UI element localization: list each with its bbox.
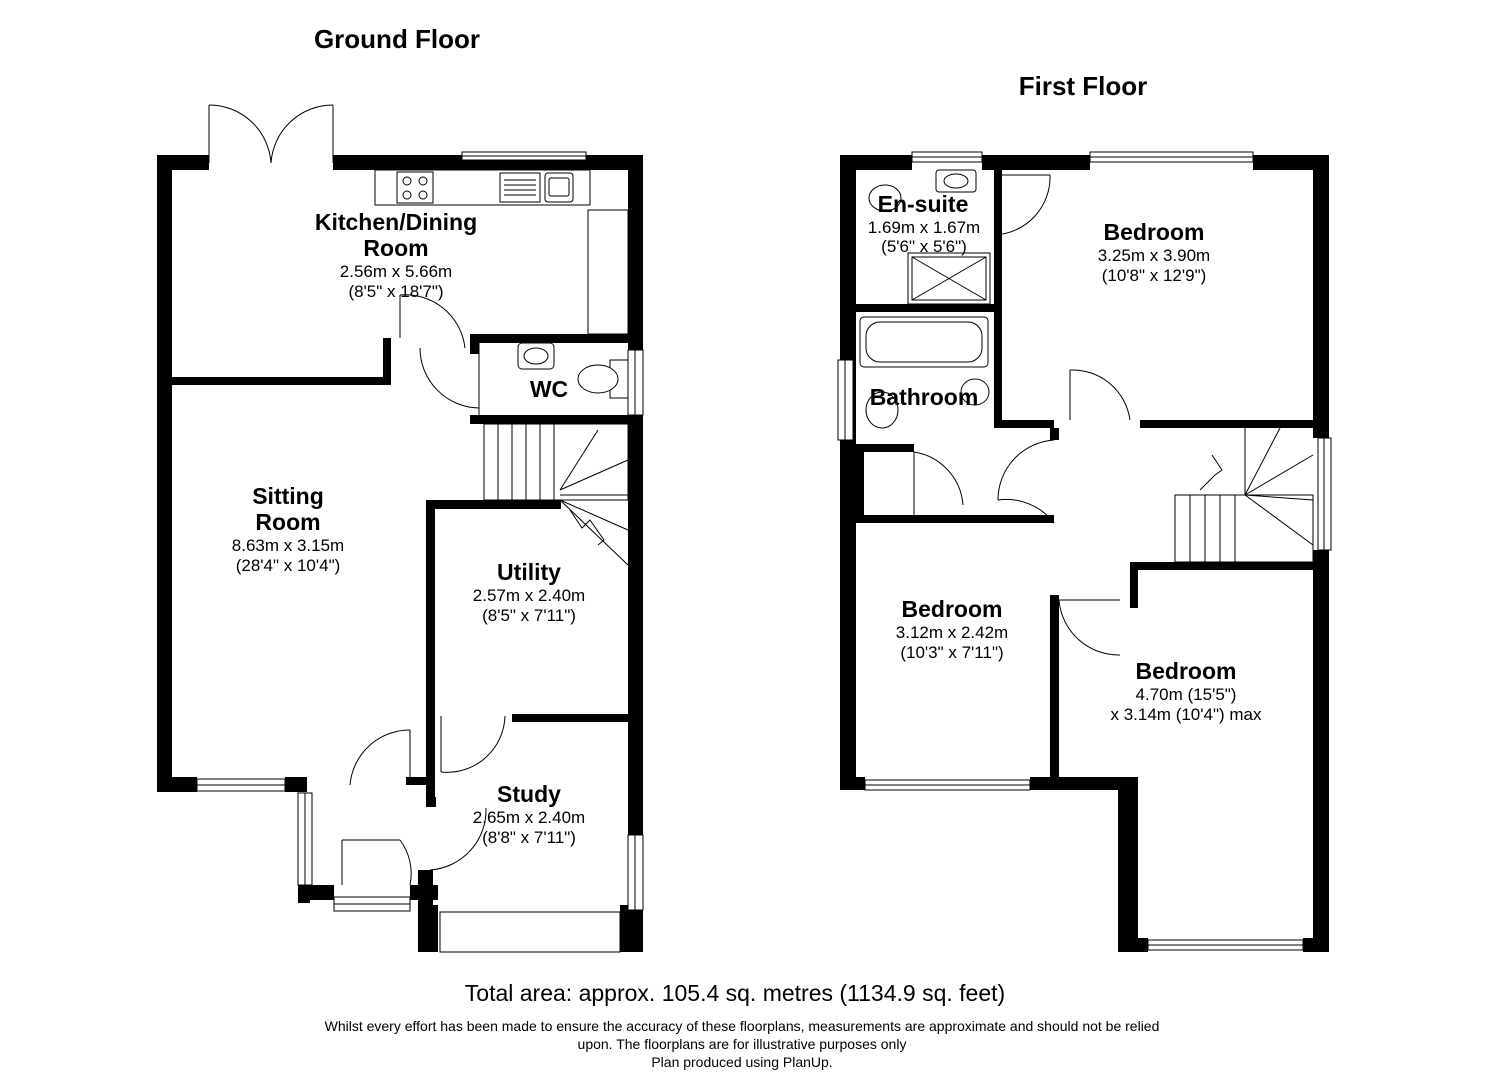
kitchen-metric: 2.56m x 5.66m: [340, 262, 452, 281]
first-floor-title: First Floor: [1019, 71, 1148, 101]
sitting-metric: 8.63m x 3.15m: [232, 536, 344, 555]
kitchen-label-line2: Room: [363, 235, 428, 261]
utility-label: Utility: [497, 559, 561, 585]
bedroom-small-imperial: (10'3" x 7'11"): [900, 643, 1003, 662]
ensuite-metric: 1.69m x 1.67m: [868, 218, 980, 237]
study-imperial: (8'8" x 7'11"): [482, 828, 576, 847]
first-floor-plan: [837, 151, 1332, 952]
study-label: Study: [497, 781, 561, 807]
sitting-label-line2: Room: [255, 509, 320, 535]
ensuite-label: En-suite: [878, 191, 969, 217]
disclaimer-line1: Whilst every effort has been made to ens…: [325, 1018, 1160, 1034]
disclaimer-line2: upon. The floorplans are for illustrativ…: [578, 1036, 907, 1052]
total-area: Total area: approx. 105.4 sq. metres (11…: [465, 980, 1005, 1006]
bedroom-main-metric: 3.25m x 3.90m: [1098, 246, 1210, 265]
bedroom-large-line2: x 3.14m (10'4") max: [1111, 705, 1262, 724]
utility-imperial: (8'5" x 7'11"): [482, 606, 576, 625]
bedroom-main-imperial: (10'8" x 12'9"): [1102, 266, 1207, 285]
sitting-imperial: (28'4" x 10'4"): [236, 556, 341, 575]
bedroom-large-label: Bedroom: [1136, 658, 1237, 684]
kitchen-imperial: (8'5" x 18'7"): [348, 282, 443, 301]
bedroom-large-line1: 4.70m (15'5"): [1136, 685, 1237, 704]
ground-floor-title: Ground Floor: [314, 24, 480, 54]
bedroom-small-label: Bedroom: [902, 596, 1003, 622]
bedroom-main-label: Bedroom: [1104, 219, 1205, 245]
disclaimer-line3: Plan produced using PlanUp.: [651, 1054, 832, 1070]
bedroom-small-metric: 3.12m x 2.42m: [896, 623, 1008, 642]
utility-metric: 2.57m x 2.40m: [473, 586, 585, 605]
ensuite-imperial: (5'6" x 5'6"): [881, 237, 967, 256]
kitchen-label-line1: Kitchen/Dining: [315, 209, 477, 235]
study-metric: 2.65m x 2.40m: [473, 808, 585, 827]
ground-floor-plan: [157, 104, 644, 953]
wc-label: WC: [530, 376, 568, 402]
labels: Ground Floor First Floor Kitchen/Dining …: [232, 24, 1262, 1070]
bathroom-label: Bathroom: [870, 384, 979, 410]
sitting-label-line1: Sitting: [252, 483, 324, 509]
